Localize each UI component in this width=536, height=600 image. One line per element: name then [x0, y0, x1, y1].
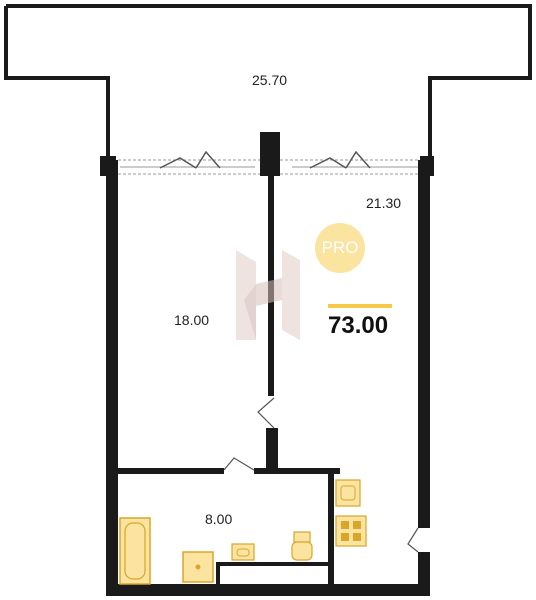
sink-icon — [182, 551, 214, 583]
pro-badge: PRO — [315, 223, 365, 273]
sink-icon — [335, 479, 361, 507]
total-area-value: 73.00 — [328, 312, 389, 339]
door-swing-icon — [159, 150, 371, 169]
bathroom-area-label: 8.00 — [205, 511, 233, 527]
stove-icon — [335, 515, 367, 547]
balcony-outline — [4, 4, 532, 160]
toilet-icon — [291, 531, 313, 561]
door-swing-icon — [223, 397, 419, 553]
bedroom-area-label: 18.00 — [174, 312, 210, 328]
wall-outline — [100, 132, 434, 596]
living-room-area-label: 21.30 — [366, 195, 402, 211]
bathtub-icon — [119, 517, 151, 585]
watermark-logo-icon — [236, 250, 300, 340]
balcony-area-label: 25.70 — [252, 72, 288, 88]
sink-icon — [231, 543, 255, 561]
total-area-accent-bar — [328, 304, 392, 308]
